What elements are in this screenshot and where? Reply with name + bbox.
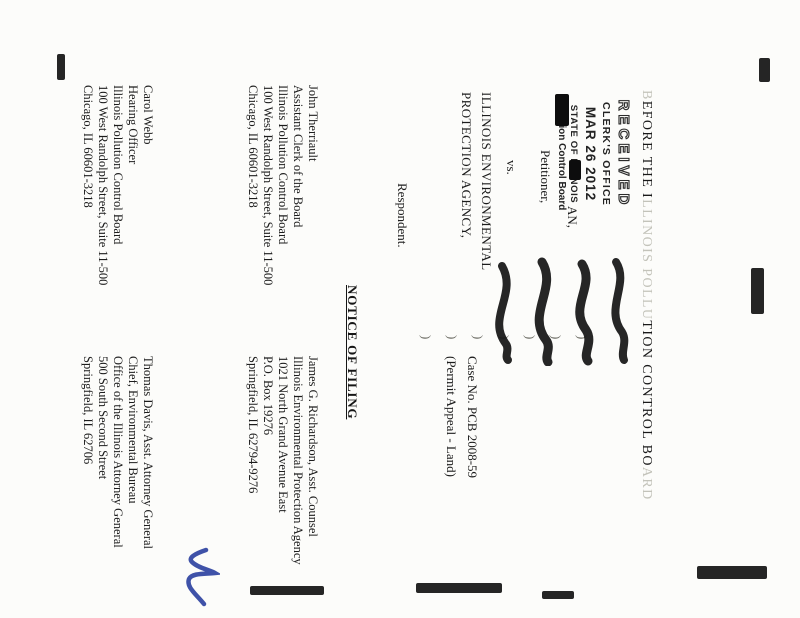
caption-paren: ) (419, 335, 434, 340)
respondent-label: Respondent. (395, 183, 410, 248)
case-type: (Permit Appeal - Land) (444, 356, 459, 477)
scan-artifact (751, 268, 764, 314)
service-block-iepa-counsel: James G. Richardson, Asst. Counsel Illin… (245, 356, 320, 565)
blue-ink-stroke (186, 547, 220, 607)
service-line: Illinois Pollution Control Board (111, 85, 125, 245)
blue-ink-mark (186, 547, 220, 607)
ink-blob-artifact (555, 94, 569, 126)
service-line: Office of the Illinois Attorney General (111, 356, 125, 548)
court-title-part: TION CONTROL BO (639, 320, 654, 467)
respondent-name-line1: ILLINOIS ENVIRONMENTAL (479, 92, 494, 271)
caption-paren: ) (445, 335, 460, 340)
service-block-hearing-officer: Carol Webb Hearing Officer Illinois Poll… (80, 85, 155, 285)
service-line: James G. Richardson, Asst. Counsel (306, 356, 320, 537)
service-block-attorney-general: Thomas Davis, Asst. Attorney General Chi… (80, 356, 155, 549)
service-line: Chief, Environmental Bureau (126, 356, 140, 504)
stamp-date: MAR 26 2012 (583, 106, 598, 202)
court-title-faded-part: B (639, 90, 654, 101)
versus-label: vs. (504, 160, 519, 175)
scan-artifact (416, 583, 502, 593)
notice-of-filing-heading: NOTICE OF FILING (345, 285, 360, 420)
case-number: Case No. PCB 2008-59 (465, 356, 480, 479)
petitioner-name-fragment: AN, (565, 206, 580, 229)
service-block-clerk: John Therriault Assistant Clerk of the B… (245, 85, 320, 285)
court-title-faded-part: ARD (639, 466, 654, 501)
scan-artifact (759, 58, 770, 82)
received-stamp-word: RECEIVED (614, 99, 632, 209)
service-line: Illinois Pollution Control Board (276, 85, 290, 245)
service-line: Chicago, IL 60601-3218 (246, 85, 260, 208)
service-line: Springfield, IL 62706 (81, 356, 95, 465)
service-line: Chicago, IL 60601-3218 (81, 85, 95, 208)
clerks-office-stamp-line: CLERK'S OFFICE (600, 102, 612, 206)
service-line: John Therriault (306, 85, 320, 162)
service-line: 1021 North Grand Avenue East (276, 356, 290, 513)
ink-blob-artifact (569, 160, 581, 180)
court-title-part: EFORE THE I (639, 100, 654, 200)
service-line: P.O. Box 19276 (261, 356, 275, 436)
service-line: Springfield, IL 62794-9276 (246, 356, 260, 494)
service-line: 100 West Randolph Street, Suite 11-500 (261, 85, 275, 286)
service-line: Hearing Officer (126, 85, 140, 165)
service-line: Thomas Davis, Asst. Attorney General (141, 356, 155, 550)
service-line: Illinois Environmental Protection Agency (291, 356, 305, 565)
service-line: Carol Webb (141, 85, 155, 145)
service-line: 100 West Randolph Street, Suite 11-500 (96, 85, 110, 286)
scan-artifact (697, 566, 767, 579)
court-title: BEFORE THE ILLINOIS POLLUTION CONTROL BO… (638, 90, 654, 501)
petitioner-label: Petitioner, (538, 150, 553, 204)
court-title-faded-part: LLINOIS POLLU (639, 199, 654, 321)
service-line: 500 South Second Street (96, 356, 110, 480)
petitioner-handwriting-scribble (495, 257, 629, 366)
stamp-state-line: STATE OF ILLINOIS (568, 104, 579, 204)
service-line: Assistant Clerk of the Board (291, 85, 305, 228)
scan-artifact (542, 591, 574, 599)
scan-artifact (250, 586, 324, 595)
respondent-name-line2: PROTECTION AGENCY, (459, 92, 474, 239)
scan-artifact (57, 54, 65, 80)
